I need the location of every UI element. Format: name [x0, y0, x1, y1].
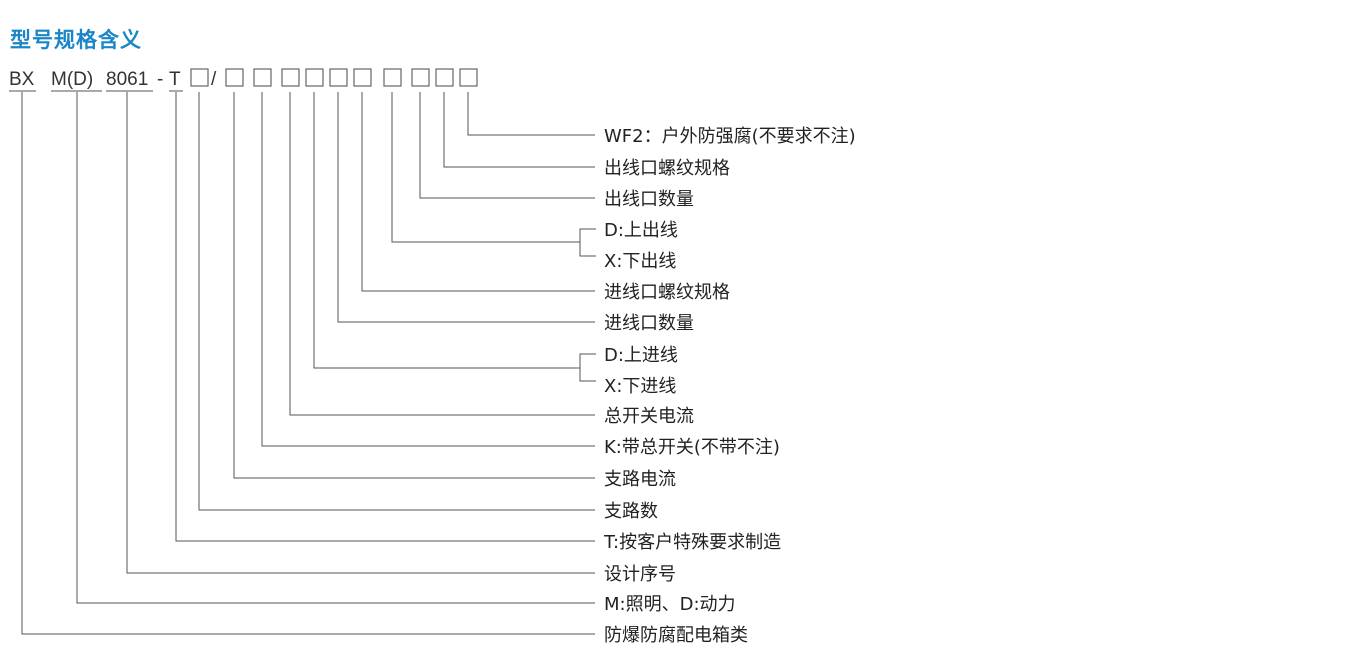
connector-inlet-thread	[361, 92, 595, 292]
connector-usage	[76, 92, 595, 604]
label-category: 防爆防腐配电箱类	[604, 625, 748, 646]
bracket-inlet-direction	[579, 353, 596, 382]
code-box-9	[411, 68, 430, 87]
code-8061: 8061	[106, 69, 148, 90]
connector-category	[21, 92, 595, 635]
label-branch-count: 支路数	[604, 501, 658, 522]
connector-design-number	[126, 92, 595, 574]
connector-outlet-count	[419, 92, 595, 199]
label-branch-current: 支路电流	[604, 469, 676, 490]
label-main-switch-current: 总开关电流	[604, 406, 694, 427]
label-custom: T:按客户特殊要求制造	[603, 532, 781, 553]
code-box-10	[435, 68, 454, 87]
code-t: T	[169, 69, 181, 90]
connector-inlet-count	[337, 92, 595, 323]
code-box-11	[459, 68, 478, 87]
code-box-6	[329, 68, 348, 87]
code-box-3	[253, 68, 272, 87]
connector-inlet-direction	[313, 92, 580, 369]
code-box-1	[190, 68, 209, 87]
connector-custom	[175, 92, 595, 542]
label-usage: M:照明、D:动力	[604, 594, 736, 615]
bracket-outlet-direction	[579, 228, 596, 257]
label-outlet-count: 出线口数量	[604, 189, 694, 210]
label-outlet-thread: 出线口螺纹规格	[604, 158, 730, 179]
label-inlet-count: 进线口数量	[604, 313, 694, 334]
connector-wf2	[467, 92, 595, 136]
connector-main-switch-current	[289, 92, 595, 416]
connector-main-switch	[261, 92, 595, 447]
code-box-5	[305, 68, 324, 87]
code-box-2	[225, 68, 244, 87]
label-inlet-bottom: X:下进线	[604, 376, 676, 397]
label-inlet-top: D:上进线	[604, 345, 678, 366]
label-design-number: 设计序号	[604, 564, 676, 585]
code-slash: /	[211, 69, 217, 90]
code-box-4	[281, 68, 300, 87]
label-wf2: WF2：户外防强腐(不要求不注)	[604, 126, 856, 147]
label-inlet-thread: 进线口螺纹规格	[604, 282, 730, 303]
code-dash: -	[157, 69, 163, 90]
diagram-title: 型号规格含义	[10, 28, 142, 52]
code-bx: BX	[9, 69, 35, 90]
connector-outlet-thread	[443, 92, 595, 168]
label-outlet-bottom: X:下出线	[604, 251, 676, 272]
label-outlet-top: D:上出线	[604, 220, 678, 241]
label-main-switch: K:带总开关(不带不注)	[604, 437, 780, 458]
connector-branch-count	[198, 92, 595, 511]
code-box-7	[353, 68, 372, 87]
connector-outlet-direction	[391, 92, 580, 243]
connector-branch-current	[233, 92, 595, 479]
code-box-8	[383, 68, 402, 87]
code-md: M(D)	[51, 69, 93, 90]
